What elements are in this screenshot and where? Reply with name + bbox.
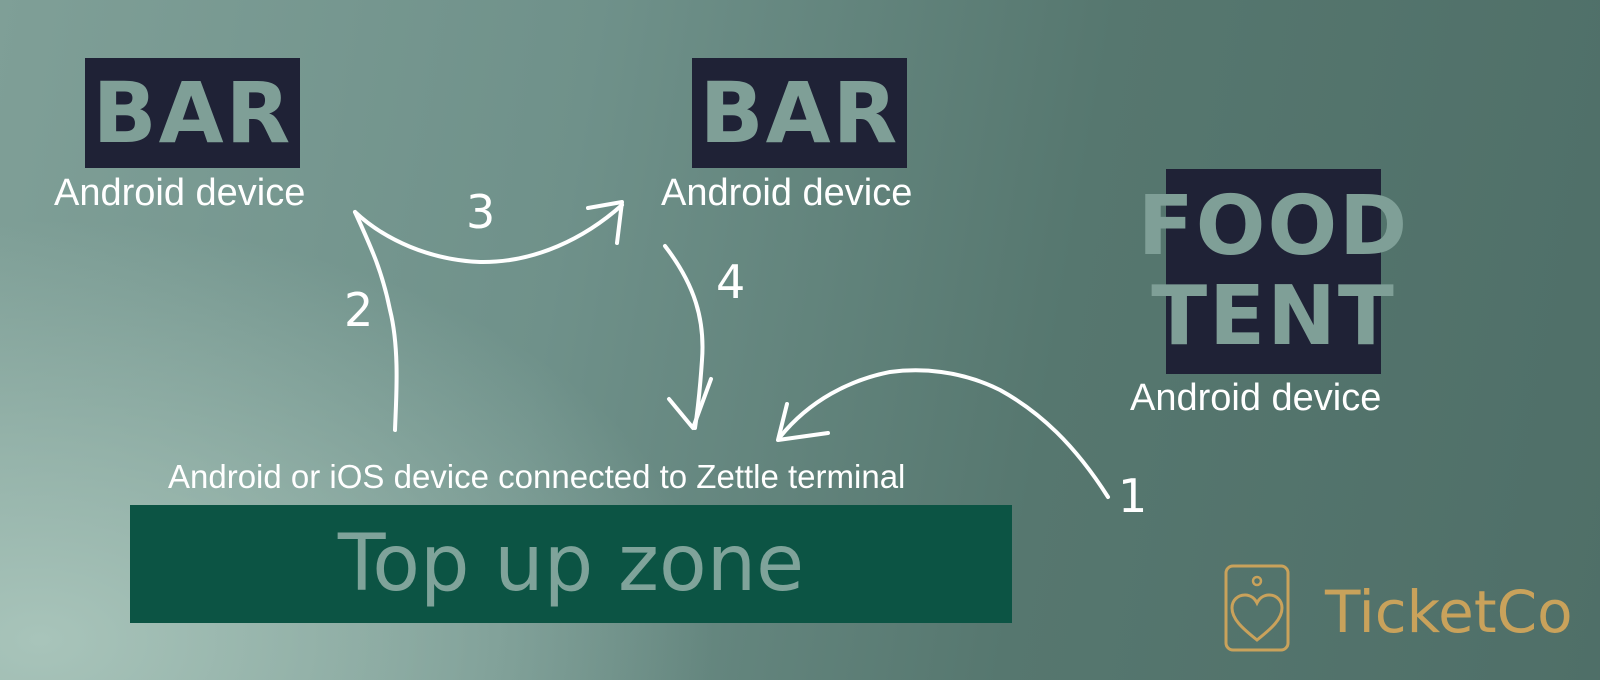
zettle-device-label: Android or iOS device connected to Zettl… bbox=[168, 458, 906, 495]
step-number-2: 2 bbox=[344, 283, 373, 337]
android-device-label-left: Android device bbox=[54, 172, 306, 214]
arrow-step-4-head bbox=[667, 377, 713, 430]
arrow-step-3-head bbox=[586, 200, 624, 245]
food-tent-sign-line1: FOOD bbox=[1137, 178, 1410, 274]
arrow-step-4 bbox=[663, 244, 705, 430]
arrow-step-3 bbox=[353, 203, 624, 265]
top-up-zone: Top up zone bbox=[130, 505, 1012, 623]
android-device-label-center: Android device bbox=[661, 172, 913, 214]
bar-sign-left: BAR bbox=[85, 58, 300, 168]
step-number-3: 3 bbox=[466, 185, 495, 239]
food-tent-sign: FOOD TENT bbox=[1138, 169, 1407, 374]
arrow-step-2 bbox=[353, 210, 399, 432]
food-tent-sign-line2: TENT bbox=[1151, 268, 1396, 364]
bar-sign-center: BAR bbox=[692, 58, 907, 168]
top-up-zone-text: Top up zone bbox=[337, 519, 805, 609]
arrow-step-1-head bbox=[776, 402, 830, 442]
android-device-label-right: Android device bbox=[1130, 377, 1382, 419]
ticketco-logo-text: TicketCo bbox=[1325, 578, 1573, 646]
ticketco-logo-icon bbox=[1224, 564, 1290, 652]
arrow-step-1 bbox=[778, 368, 1110, 499]
bar-sign-center-text: BAR bbox=[699, 64, 900, 162]
step-number-1: 1 bbox=[1118, 469, 1147, 523]
bar-sign-left-text: BAR bbox=[92, 64, 293, 162]
step-number-4: 4 bbox=[716, 255, 745, 309]
